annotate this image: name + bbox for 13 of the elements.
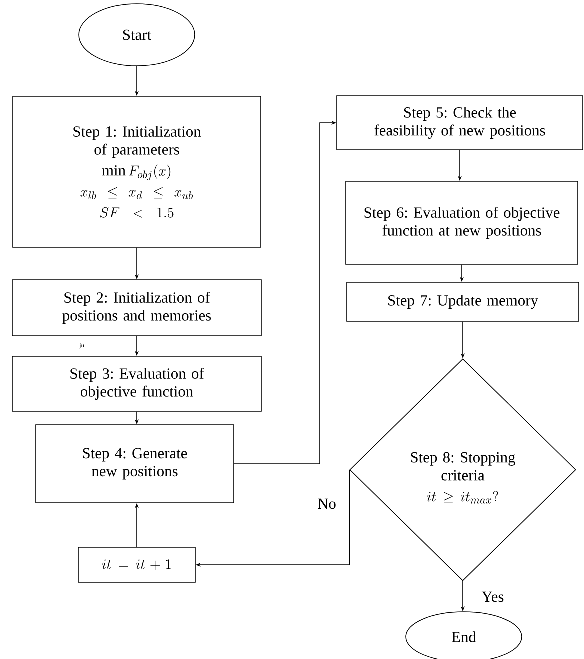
process-box: $it = it + 1$ (78, 547, 196, 583)
edge-label: No (316, 498, 338, 510)
process-box: Step 3: Evaluation of objective function (12, 356, 262, 412)
decision-diamond (350, 358, 576, 582)
process-box: Step 5: Check the feasibility of new positions (336, 96, 584, 150)
node-label: Step 8: Stopping criteria (411, 452, 516, 481)
process-box: Step 6: Evaluation of objective function at new positions (346, 181, 578, 265)
edge-label: Yes (480, 590, 506, 604)
process-box: Step 1: Initialization of parameters $\min F_{obj}(x)$ $x_{lb} \leq x_{d} \leq x_{ub}$ $SF < 1.5$ (12, 96, 262, 248)
node-label: $it \geq it_{max}?$ (427, 491, 498, 504)
process-box: Step 2: Initialization of positions and memories (12, 280, 262, 336)
process-box: Step 4: Generate new positions (36, 424, 234, 504)
process-box: Step 7: Update memory (346, 282, 580, 322)
